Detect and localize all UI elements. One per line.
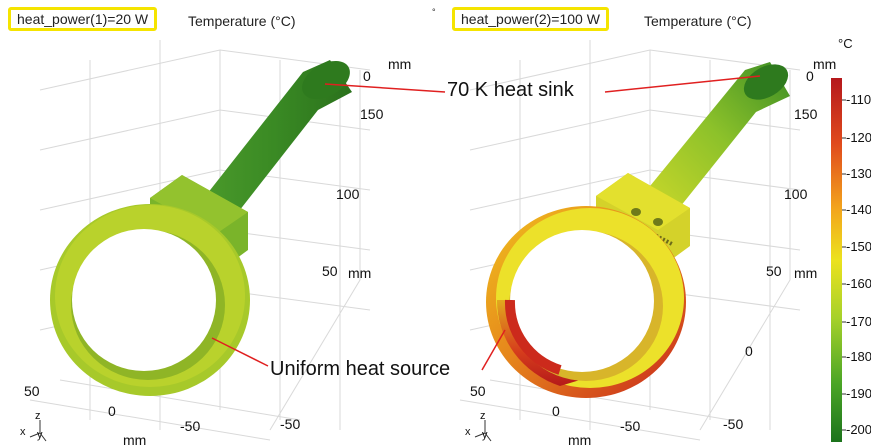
heat-source-leader-left: [211, 337, 269, 367]
left-z-mm-label: mm: [348, 265, 372, 281]
heat-source-leader-right: [481, 329, 506, 371]
right-x-unit: mm: [568, 432, 592, 448]
right-rod: [632, 62, 790, 222]
right-z-tick-50: 50: [766, 263, 782, 279]
leader-lines: [211, 75, 761, 371]
right-x-tick-neg50: -50: [620, 418, 641, 434]
heat-sink-annotation: 70 K heat sink: [447, 79, 574, 101]
colorbar-tick-label: -140: [846, 202, 871, 217]
colorbar-ticks: [842, 99, 846, 431]
heat-sink-leader-right: [604, 75, 761, 93]
colorbar-tick-label: -110: [846, 92, 871, 107]
right-z-mm-label: mm: [794, 265, 818, 281]
right-rod-end: [743, 64, 789, 100]
colorbar-tick-label: -170: [846, 314, 871, 329]
right-param-label-box: heat_power(2)=100 W: [452, 7, 609, 31]
left-z-tick-100: 100: [336, 186, 360, 202]
right-axis-triad: [474, 420, 492, 442]
colorbar-tick-label: -200: [846, 422, 871, 437]
left-param-label: heat_power(1)=20 W: [17, 11, 149, 27]
left-quantity-label: Temperature (°C): [188, 13, 296, 29]
left-rod: [196, 60, 352, 220]
left-z-tick-150: 150: [360, 106, 384, 122]
colorbar-tick-label: -120: [846, 130, 871, 145]
right-quantity-label: Temperature (°C): [644, 13, 752, 29]
colorbar-gradient: [831, 78, 842, 442]
left-x-tick-neg50: -50: [180, 418, 201, 434]
left-triad-z: z: [35, 410, 41, 422]
left-param-label-box: heat_power(1)=20 W: [8, 7, 158, 31]
left-axis-triad: [29, 420, 47, 442]
right-triad-x: x: [465, 426, 471, 438]
right-param-label: heat_power(2)=100 W: [461, 11, 600, 27]
right-dot-mark: °: [432, 7, 436, 17]
right-z-tick-0: 0: [806, 68, 814, 84]
right-model: [486, 62, 790, 398]
colorbar-tick-label: -190: [846, 386, 871, 401]
left-y-tick-neg50: -50: [280, 416, 301, 432]
heat-source-annotation: Uniform heat source: [270, 358, 451, 380]
left-x-unit: mm: [123, 432, 147, 448]
left-z-tick-0: 0: [363, 68, 371, 84]
left-x-tick-50: 50: [24, 383, 40, 399]
colorbar-tick-label: -130: [846, 166, 871, 181]
right-z-unit: mm: [813, 56, 837, 72]
heat-sink-leader-left: [324, 83, 446, 93]
colorbar-unit: °C: [838, 36, 853, 51]
right-z-tick-150: 150: [794, 106, 818, 122]
right-z-tick-100: 100: [784, 186, 808, 202]
left-x-tick-0: 0: [108, 403, 116, 419]
left-rod-end: [302, 61, 350, 100]
colorbar-tick-label: -160: [846, 276, 871, 291]
right-triad-z: z: [480, 410, 486, 422]
right-x-tick-50: 50: [470, 383, 486, 399]
right-y-tick-0: 0: [745, 343, 753, 359]
colorbar-tick-label: -180: [846, 349, 871, 364]
left-triad-y: y: [37, 429, 43, 441]
left-z-tick-50: 50: [322, 263, 338, 279]
left-model: [50, 60, 352, 396]
right-y-tick-neg50: -50: [723, 416, 744, 432]
right-triad-y: y: [482, 429, 488, 441]
left-z-unit: mm: [388, 56, 412, 72]
colorbar-tick-label: -150: [846, 239, 871, 254]
right-x-tick-0: 0: [552, 403, 560, 419]
left-triad-x: x: [20, 426, 26, 438]
